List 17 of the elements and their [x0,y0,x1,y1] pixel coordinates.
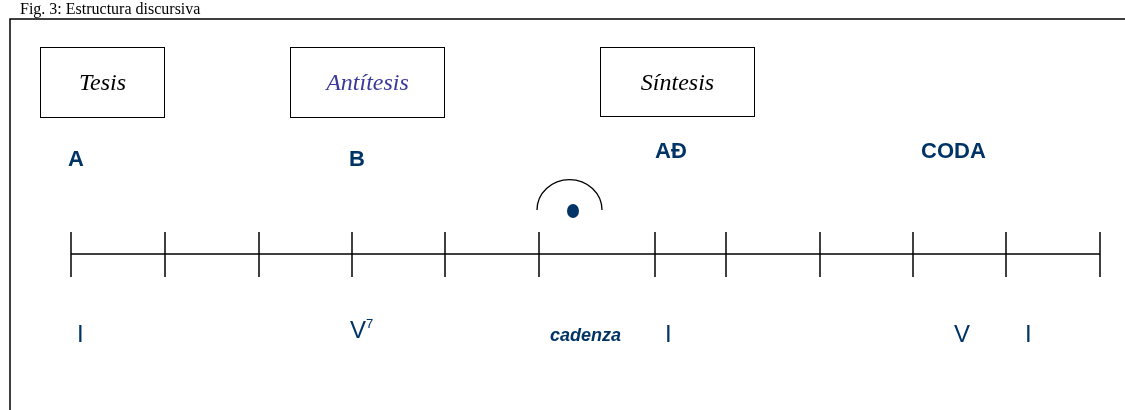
section-box [600,47,755,117]
section-name: Síntesis [640,68,715,96]
chord-numeral: I [77,322,84,346]
chord-numeral: V [954,322,970,346]
section-box [290,47,445,118]
chord-numeral: I [1025,322,1032,346]
section-letter: A [68,148,84,170]
figure-title: Fig. 3: Estructura discursiva [20,0,201,18]
section-letter: B [349,148,365,170]
chord-numeral: V$^{7}$ [350,317,374,342]
section-letter: AĐ [655,140,687,162]
section-name: Antítesis [326,69,409,96]
cadenza-label: cadenza [550,326,622,344]
section-name: Tesis [78,69,127,96]
section-letter: CODA [921,140,986,162]
section-box [40,47,165,118]
chord-numeral: I [665,322,672,346]
